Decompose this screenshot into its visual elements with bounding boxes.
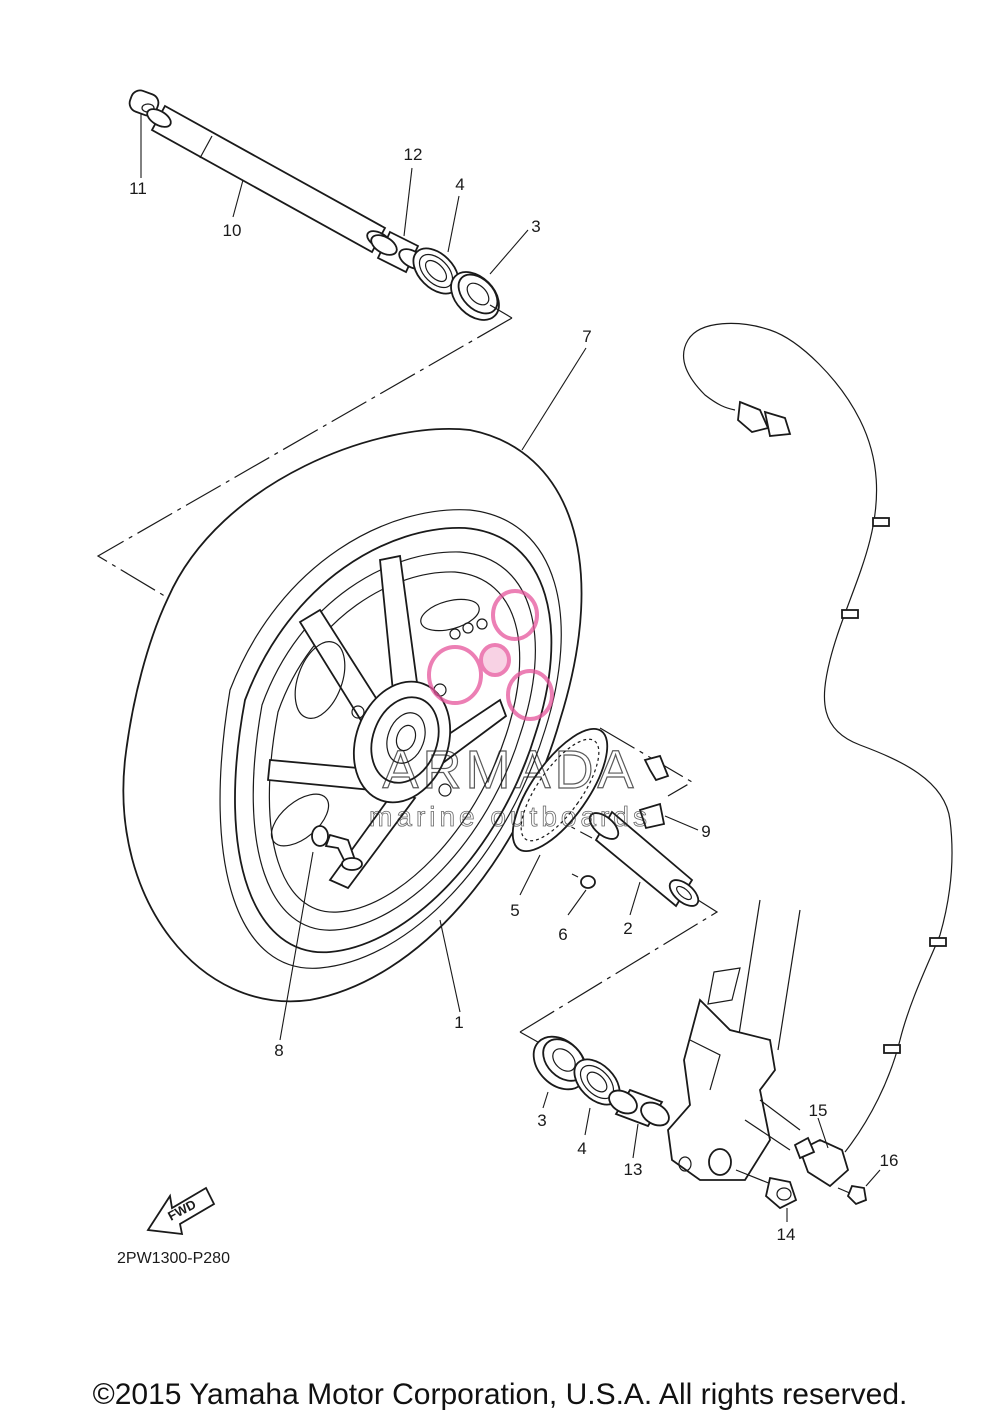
part-2-spacer	[588, 810, 700, 916]
part-6-screw	[567, 873, 596, 916]
callout-1: 1	[454, 1013, 463, 1032]
forward-arrow-icon: FWD	[146, 1186, 216, 1236]
part-8-valve	[279, 825, 363, 1041]
callout-16: 16	[880, 1151, 899, 1170]
callout-labels: 1 2 3 3 4 4 5 6 7 8 9 10 11 12 13 14 15 …	[129, 145, 898, 1244]
part-4-oil-seal-lower	[573, 1058, 621, 1136]
watermark-logo-icon	[427, 589, 554, 721]
part-5-sensor-rotor	[511, 727, 609, 896]
diagram-code: 2PW1300-P280	[117, 1250, 230, 1267]
callout-15: 15	[809, 1101, 828, 1120]
callout-3-upper: 3	[531, 217, 540, 236]
part-10-axle	[146, 104, 392, 254]
callout-12: 12	[404, 145, 423, 164]
part-13-collar	[608, 1088, 670, 1159]
callout-14: 14	[777, 1225, 796, 1244]
callout-8: 8	[274, 1041, 283, 1060]
part-9-clamp	[638, 754, 699, 831]
callout-3-lower: 3	[537, 1111, 546, 1130]
watermark-brand: ARMADA	[382, 740, 637, 800]
callout-11: 11	[129, 179, 147, 198]
callout-2: 2	[623, 919, 632, 938]
front-fork	[667, 899, 801, 1181]
callout-10: 10	[223, 221, 242, 240]
part-14-bolt	[735, 1169, 798, 1222]
callout-4-lower: 4	[577, 1139, 586, 1158]
part-3-bearing-upper	[450, 271, 500, 321]
watermark-tagline: marine outboards	[369, 801, 651, 832]
copyright-notice: ©2015 Yamaha Motor Corporation, U.S.A. A…	[92, 1378, 908, 1411]
callout-7: 7	[582, 327, 591, 346]
callout-6: 6	[558, 925, 567, 944]
axle-assembly	[128, 89, 529, 321]
callout-4-upper: 4	[455, 175, 464, 194]
callout-5: 5	[510, 901, 519, 920]
part-15-wheel-sensor	[682, 322, 953, 1188]
callout-9: 9	[701, 822, 710, 841]
front-wheel	[122, 428, 583, 1003]
callout-13: 13	[624, 1160, 643, 1179]
watermark: ARMADA marine outboards	[369, 589, 651, 832]
part-16-bolt	[837, 1169, 881, 1206]
